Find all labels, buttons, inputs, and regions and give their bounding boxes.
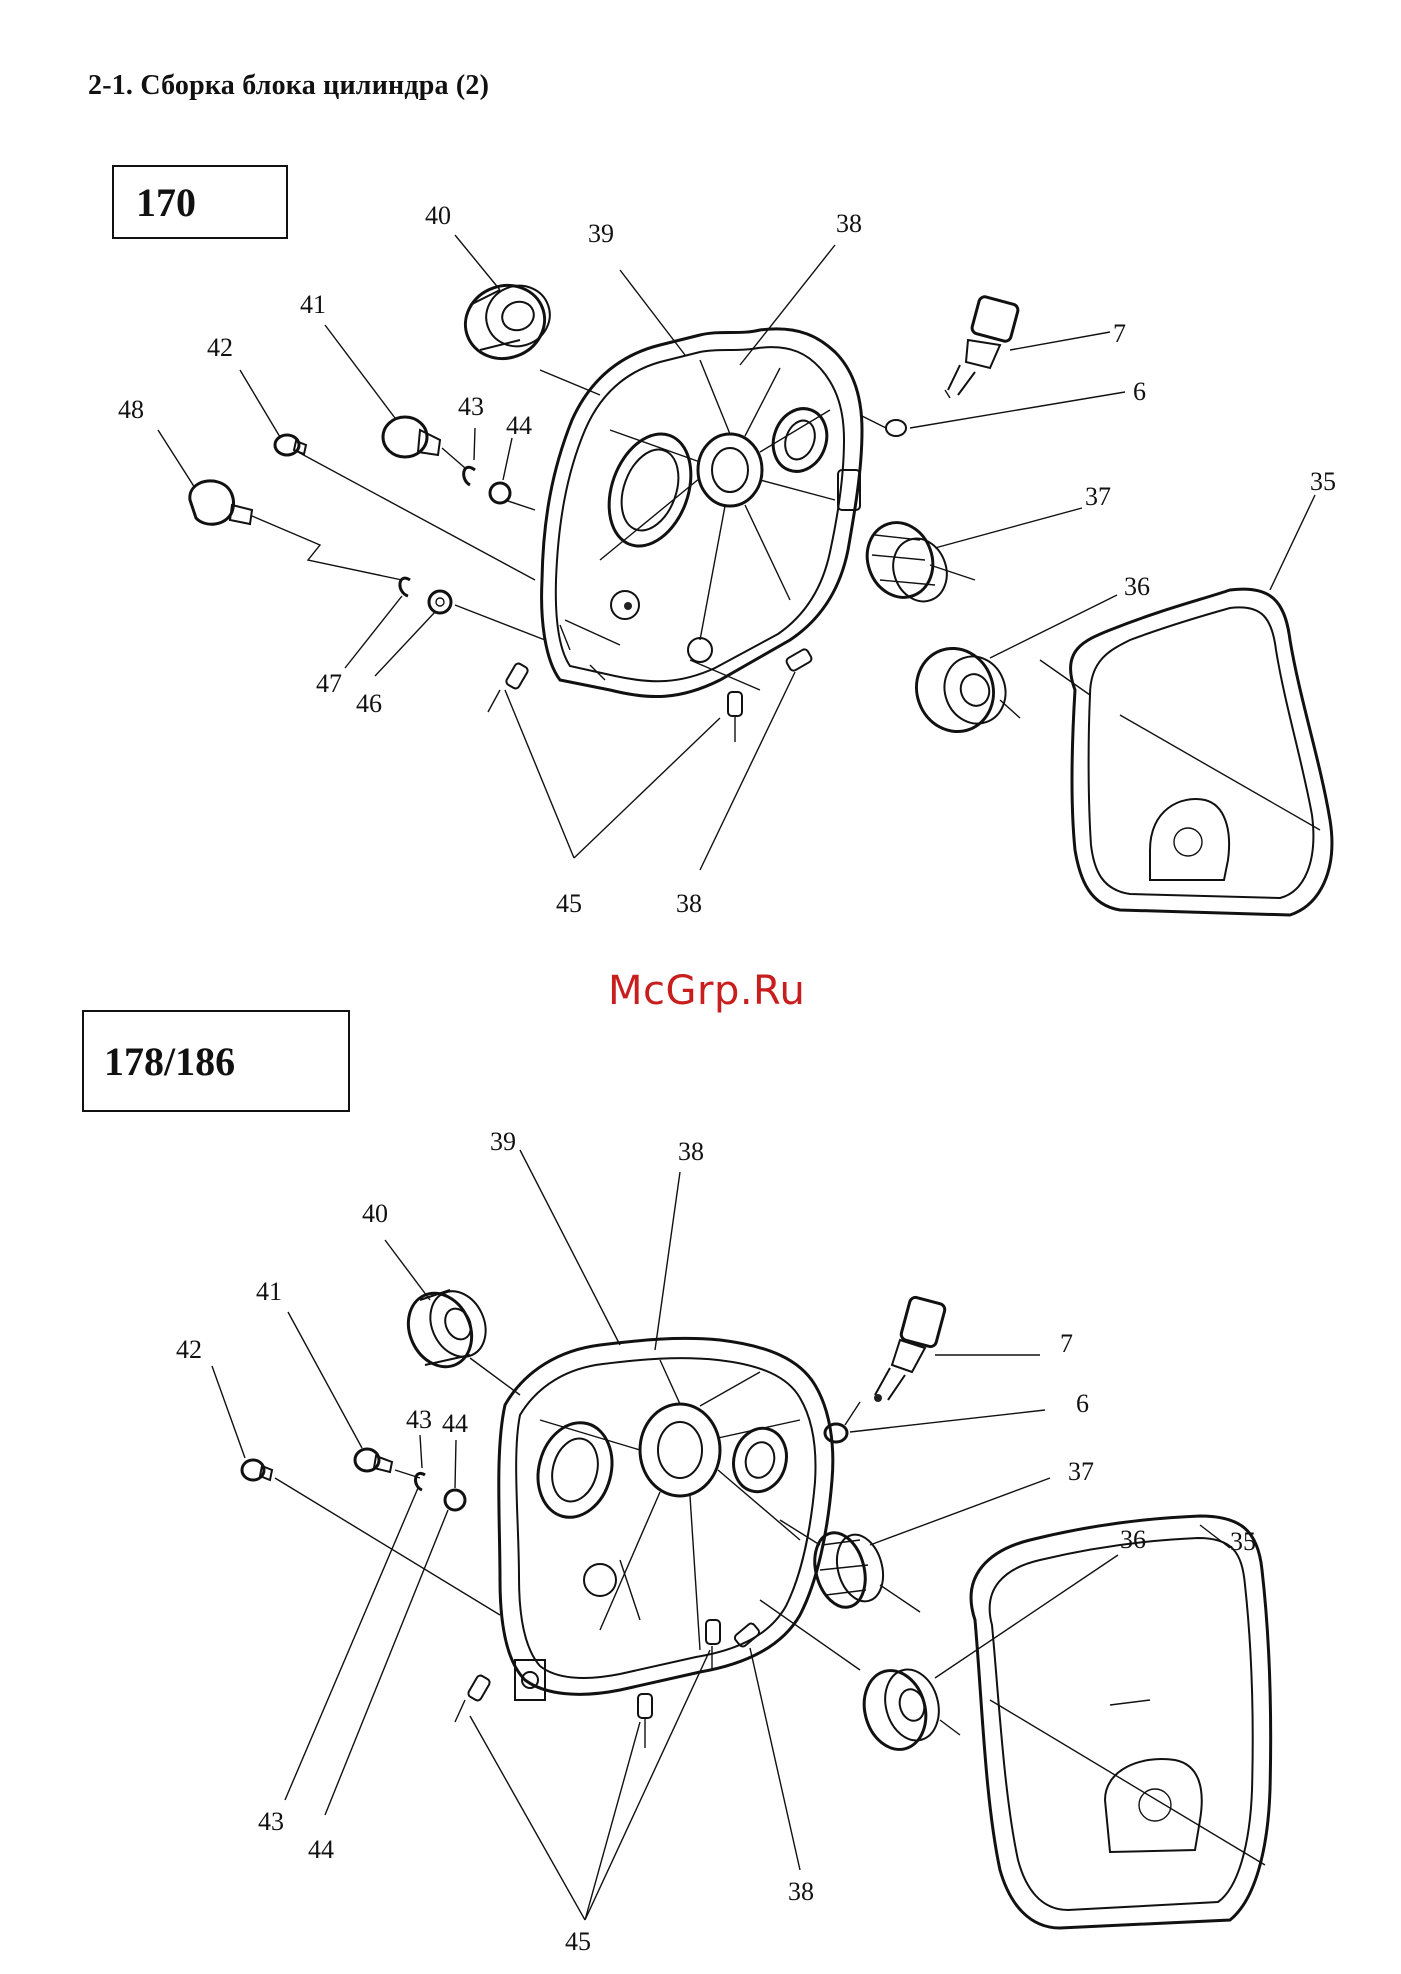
callout-35: 35 — [1230, 1527, 1256, 1556]
callout-45: 45 — [565, 1927, 591, 1956]
callout-42: 42 — [207, 333, 233, 362]
o-ring-6 — [886, 420, 906, 436]
callout-44: 44 — [442, 1409, 468, 1438]
bolt-42 — [242, 1460, 272, 1480]
callout-44-lower: 44 — [308, 1835, 334, 1864]
snap-ring-47 — [400, 578, 410, 596]
callout-37: 37 — [1068, 1457, 1094, 1486]
callout-46: 46 — [356, 689, 382, 718]
o-ring-6 — [825, 1424, 847, 1442]
callout-43: 43 — [406, 1405, 432, 1434]
bearing-40 — [455, 274, 558, 369]
callout-38-lower: 38 — [788, 1877, 814, 1906]
callout-43: 43 — [458, 392, 484, 421]
callout-38: 38 — [678, 1137, 704, 1166]
callout-47: 47 — [316, 669, 342, 698]
snap-ring-43 — [464, 467, 475, 485]
crankcase-cover-39 — [499, 1338, 833, 1700]
callouts-170: 40 39 38 7 6 41 42 43 44 48 37 35 36 47 … — [118, 201, 1336, 918]
callout-6: 6 — [1076, 1389, 1089, 1418]
drain-plug-41 — [355, 1449, 392, 1472]
oil-sensor-7 — [874, 1296, 946, 1402]
exploded-view-170: 40 39 38 7 6 41 42 43 44 48 37 35 36 47 … — [118, 201, 1336, 918]
callout-leaders-170 — [158, 235, 1315, 870]
drain-plug-41 — [383, 417, 440, 457]
callout-43-lower: 43 — [258, 1807, 284, 1836]
callout-36: 36 — [1124, 572, 1150, 601]
callout-40: 40 — [362, 1199, 388, 1228]
oil-sensor-7 — [945, 295, 1019, 398]
exploded-view-178-186: 39 38 40 7 6 41 43 44 42 37 36 35 43 44 … — [176, 1127, 1271, 1956]
bearing-36 — [856, 1663, 947, 1756]
callout-leaders-178-186 — [212, 1150, 1230, 1920]
bolt-48 — [190, 481, 252, 524]
gasket-35 — [1070, 589, 1331, 915]
gasket-35 — [971, 1516, 1271, 1928]
dowel-pin-38 — [785, 648, 813, 672]
bearing-40 — [397, 1282, 496, 1377]
callout-45: 45 — [556, 889, 582, 918]
washer-46 — [429, 591, 451, 613]
callout-6: 6 — [1133, 377, 1146, 406]
callouts-178-186: 39 38 40 7 6 41 43 44 42 37 36 35 43 44 … — [176, 1127, 1256, 1956]
snap-ring-43 — [416, 1473, 425, 1490]
dowel-pins-45 — [505, 662, 742, 716]
callout-41: 41 — [256, 1277, 282, 1306]
callout-37: 37 — [1085, 482, 1111, 511]
callout-40: 40 — [425, 201, 451, 230]
callout-41: 41 — [300, 290, 326, 319]
callout-35: 35 — [1310, 467, 1336, 496]
callout-39: 39 — [588, 219, 614, 248]
washer-44 — [445, 1490, 465, 1510]
needle-bearing-37 — [857, 513, 955, 609]
needle-bearing-37 — [807, 1527, 890, 1613]
callout-39: 39 — [490, 1127, 516, 1156]
callout-7: 7 — [1060, 1329, 1073, 1358]
callout-44: 44 — [506, 411, 532, 440]
assembly-axis-lines — [275, 1358, 1265, 1865]
callout-38-bottom: 38 — [676, 889, 702, 918]
callout-48: 48 — [118, 395, 144, 424]
callout-42: 42 — [176, 1335, 202, 1364]
dowel-pin-38 — [733, 1622, 760, 1648]
crankcase-cover-39 — [542, 329, 862, 697]
callout-7: 7 — [1113, 319, 1126, 348]
callout-38: 38 — [836, 209, 862, 238]
bolt-42 — [275, 435, 306, 455]
callout-36: 36 — [1120, 1525, 1146, 1554]
